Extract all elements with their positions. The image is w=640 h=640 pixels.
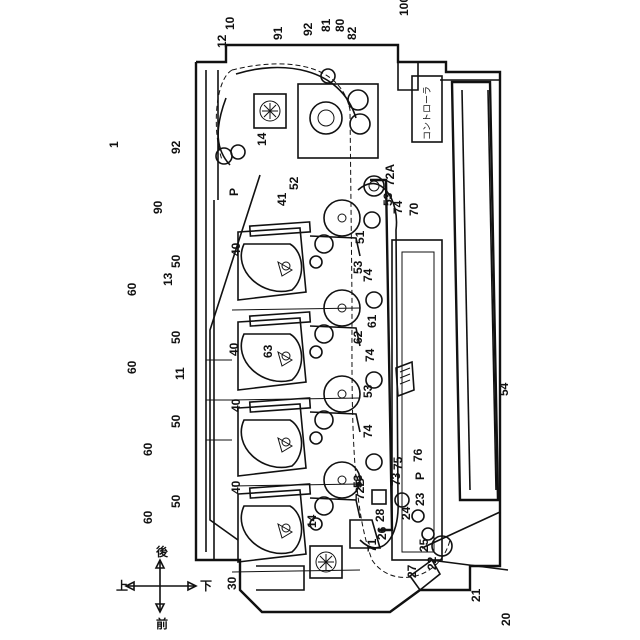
reference-numeral-50: 50	[169, 414, 183, 428]
reference-numeral-72A: 72A	[383, 164, 397, 186]
fixing-unit	[298, 69, 378, 158]
reference-numeral-22: 22	[425, 556, 439, 570]
reference-numeral-21: 21	[469, 588, 483, 602]
reference-numeral-27: 27	[405, 564, 419, 578]
reference-numeral-P: P	[413, 472, 427, 480]
reference-numeral-20: 20	[499, 612, 513, 626]
reference-numeral-72B: 72B	[353, 478, 367, 500]
reference-numeral-91: 91	[271, 26, 285, 40]
reference-numeral-50: 50	[169, 330, 183, 344]
reference-numeral-41: 41	[275, 192, 289, 206]
reference-numeral-51: 51	[353, 230, 367, 244]
image-forming-station	[232, 200, 360, 310]
direction-front-label: 前	[156, 616, 168, 631]
reference-numeral-92: 92	[169, 140, 183, 154]
reference-numeral-100: 100	[397, 0, 411, 16]
reference-numeral-73: 73	[389, 472, 403, 486]
controller-label: コントローラ	[422, 86, 433, 140]
reference-numeral-60: 60	[125, 282, 139, 296]
reference-numeral-74: 74	[391, 200, 405, 214]
reference-numeral-P: P	[227, 188, 241, 196]
reference-numeral-40: 40	[227, 342, 241, 356]
reference-numeral-50: 50	[169, 494, 183, 508]
reference-numeral-40: 40	[229, 398, 243, 412]
reference-numeral-12: 12	[215, 34, 229, 48]
reference-numeral-40: 40	[229, 480, 243, 494]
reference-numeral-63: 63	[261, 344, 275, 358]
image-forming-station	[232, 376, 360, 486]
image-forming-station	[232, 462, 360, 572]
reference-numeral-71: 71	[365, 538, 379, 552]
reference-numeral-74: 74	[361, 424, 375, 438]
reference-numeral-60: 60	[141, 442, 155, 456]
reference-numeral-40: 40	[229, 242, 243, 256]
reference-numeral-76: 76	[411, 448, 425, 462]
image-forming-station	[232, 290, 360, 400]
reference-numeral-70: 70	[407, 202, 421, 216]
reference-numeral-25: 25	[417, 538, 431, 552]
reference-numeral-60: 60	[141, 510, 155, 524]
reference-numeral-26: 26	[375, 526, 389, 540]
reference-numeral-24: 24	[399, 506, 413, 520]
reference-numeral-11: 11	[173, 367, 187, 380]
reference-numeral-52: 52	[287, 176, 301, 190]
reference-numeral-1: 1	[107, 141, 121, 148]
reference-numeral-82: 82	[345, 26, 359, 40]
reference-numeral-10: 10	[223, 16, 237, 30]
reference-numeral-30: 30	[225, 576, 239, 590]
printer-housing	[196, 45, 500, 612]
reference-numeral-81: 81	[319, 18, 333, 32]
fan-unit-bottom	[310, 546, 342, 578]
reference-numeral-74: 74	[363, 348, 377, 362]
reference-numeral-14: 14	[255, 132, 269, 146]
reference-numeral-53: 53	[361, 384, 375, 398]
direction-up-label: 上	[116, 578, 128, 593]
paper-tray	[422, 82, 508, 570]
image-forming-stations	[232, 200, 360, 572]
reference-numeral-28: 28	[373, 508, 387, 522]
reference-numeral-60: 60	[125, 360, 139, 374]
transfer-belt	[358, 176, 442, 560]
reference-numeral-74: 74	[361, 268, 375, 282]
reference-numeral-50: 50	[169, 254, 183, 268]
direction-back-label: 後	[156, 544, 169, 559]
reference-numeral-62: 62	[351, 330, 365, 344]
reference-numeral-13: 13	[161, 272, 175, 286]
reference-numeral-92: 92	[301, 22, 315, 36]
reference-numeral-90: 90	[151, 200, 165, 214]
reference-numeral-23: 23	[413, 492, 427, 506]
direction-indicator: 上 下 後 前	[116, 544, 212, 631]
reference-numeral-54: 54	[497, 382, 511, 396]
controller-box: コントローラ	[412, 76, 442, 142]
reference-numeral-61: 61	[365, 314, 379, 328]
reference-numeral-75: 75	[391, 456, 405, 470]
reference-numeral-14: 14	[305, 514, 319, 528]
direction-down-label: 下	[200, 579, 212, 593]
fan-unit-top	[254, 94, 286, 128]
